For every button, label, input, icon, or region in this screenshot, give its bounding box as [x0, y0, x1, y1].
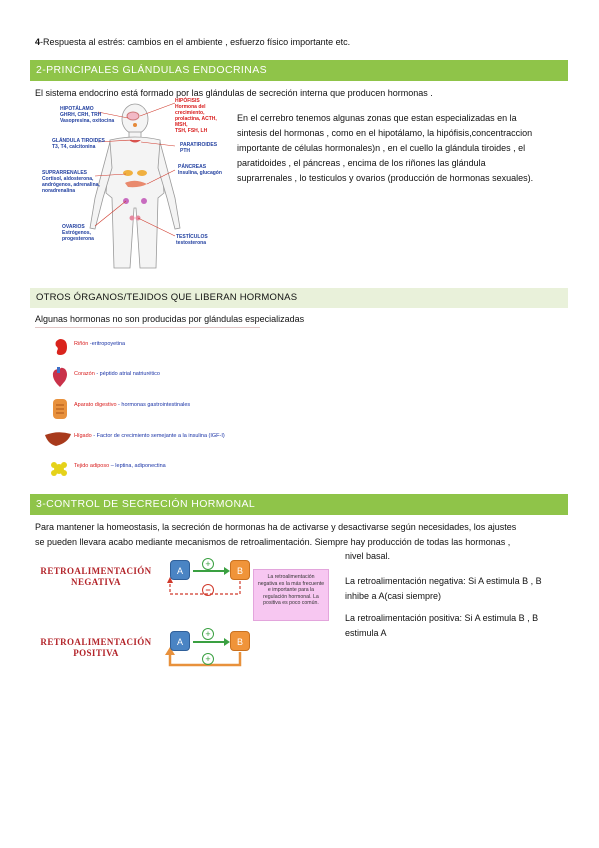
organ-name: Tejido adiposo [74, 463, 110, 469]
label-suprarrenales: SUPRARRENALES Cortisol, aldosterona, and… [42, 170, 100, 194]
organ-hormone: – leptina, adiponectina [109, 463, 166, 469]
section-2-heading: 2-PRINCIPALES GLÁNDULAS ENDOCRINAS [30, 60, 568, 81]
section-3-intro-1: Para mantener la homeostasis, la secreci… [35, 522, 517, 532]
box-a-negative: A [170, 560, 190, 580]
label-ovarios: OVARIOS Estrógenos, progesterona [62, 224, 94, 242]
section-2-intro: El sistema endocrino está formado por la… [35, 88, 433, 98]
positive-feedback-arrows [165, 638, 242, 667]
section-3-intro-2: se pueden llevara acabo mediante mecanis… [35, 537, 511, 547]
box-b-negative: B [230, 560, 250, 580]
plus-sign-negative: + [202, 558, 214, 570]
label-pancreas: PÁNCREAS Insulina, glucagón [178, 164, 222, 176]
intestine-icon [53, 399, 67, 419]
endocrine-diagram: HIPÓFISIS Hormona del crecimiento, prola… [40, 98, 230, 273]
organ-name: Aparato digestivo [74, 402, 117, 408]
liver-icon [45, 432, 71, 446]
section-3-intro-3: nivel basal. [345, 551, 391, 561]
organ-hormone: - hormonas gastrointestinales [116, 402, 191, 408]
plus-sign-positive-return: + [202, 653, 214, 665]
top-line-text: -Respuesta al estrés: cambios en el ambi… [40, 37, 351, 47]
minus-sign-negative: − [202, 584, 214, 596]
top-line-number: 4 [35, 37, 41, 47]
label-hipofisis: HIPÓFISIS Hormona del crecimiento, prola… [175, 98, 217, 134]
others-intro: Algunas hormonas no son producidas por g… [35, 314, 305, 324]
negative-feedback-title: RETROALIMENTACIÓN NEGATIVA [40, 566, 152, 587]
others-heading: OTROS ÓRGANOS/TEJIDOS QUE LIBERAN HORMON… [30, 288, 568, 308]
human-body-figure [89, 102, 181, 269]
section-2-body: En el cerrebro tenemos algunas zonas que… [237, 111, 533, 186]
label-tiroides: GLÁNDULA TIROIDES T3, T4, calcitonina [52, 138, 105, 150]
plus-sign-positive: + [202, 628, 214, 640]
kidney-icon [55, 339, 67, 355]
organ-name: Riñón [74, 341, 89, 347]
section-3-heading: 3-CONTROL DE SECRECIÓN HORMONAL [30, 494, 568, 515]
body-line: importante de células hormonales)n , en … [237, 143, 526, 153]
desc-line: La retroalimentación positiva: Si A esti… [345, 613, 539, 623]
organ-hormone: - péptido atrial natriurético [94, 371, 160, 377]
positive-feedback-description: La retroalimentación positiva: Si A esti… [345, 611, 538, 641]
body-line: paratidoides , el páncreas , encima de l… [237, 158, 486, 168]
body-line: sintesis del hormonas , como en el hipot… [237, 128, 533, 138]
negative-feedback-description: La retroalimentación negativa: Si A esti… [345, 574, 542, 604]
organ-hormone: - Factor de crecimiento semejante a la i… [91, 433, 225, 439]
organ-name: Corazón [74, 371, 95, 377]
desc-line: estimula A [345, 628, 387, 638]
positive-feedback-title: RETROALIMENTACIÓN POSITIVA [40, 637, 152, 658]
adipose-icon [51, 462, 67, 476]
organ-hormone: -eritropoyetina [88, 341, 126, 347]
divider [35, 327, 260, 328]
label-paratiroides: PARATIROIDES PTH [180, 142, 218, 154]
label-hipotalamo: HIPOTÁLAMO GHRH, CRH, TRH Vasopresina, o… [60, 106, 115, 124]
box-a-positive: A [170, 631, 190, 651]
desc-line: inhibe a A(casi siempre) [345, 591, 442, 601]
heart-icon [52, 367, 67, 387]
body-line: En el cerrebro tenemos algunas zonas que… [237, 113, 517, 123]
feedback-note: La retroalimentación negativa es la más … [253, 569, 329, 621]
box-b-positive: B [230, 631, 250, 651]
label-testiculos: TESTÍCULOS testosterona [176, 234, 208, 246]
desc-line: La retroalimentación negativa: Si A esti… [345, 576, 542, 586]
top-line: 4-Respuesta al estrés: cambios en el amb… [35, 37, 350, 48]
body-line: suprarrenales , lo testiculos y ovarios … [237, 173, 534, 183]
organ-name: Hígado [74, 433, 92, 439]
